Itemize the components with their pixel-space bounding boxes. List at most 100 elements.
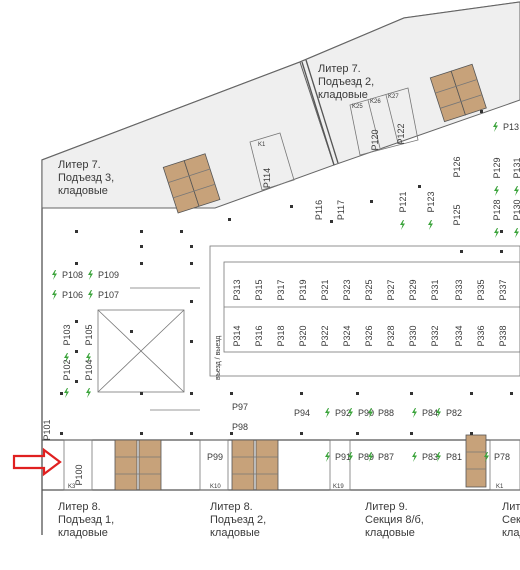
- column-marker: [470, 392, 473, 395]
- parking-spot-label: P324: [342, 325, 352, 346]
- column-marker: [140, 432, 143, 435]
- column-marker: [190, 245, 193, 248]
- parking-spot-label: P337: [498, 279, 508, 300]
- storage-rooms-top: K1 K25 K26 K27: [249, 87, 419, 191]
- column-marker: [140, 230, 143, 233]
- parking-spot-label: P109: [98, 270, 119, 280]
- storage-rooms-bottom: K3 K10 K19 K1: [63, 439, 520, 491]
- parking-spot-label: P97: [232, 402, 248, 412]
- column-marker: [190, 392, 193, 395]
- column-marker: [290, 205, 293, 208]
- column-marker: [230, 432, 233, 435]
- building-label: кладовые: [365, 527, 415, 539]
- parking-spot-label: P87: [378, 452, 394, 462]
- cell-k19-label: K19: [333, 484, 344, 490]
- parking-spot-label: P319: [298, 279, 308, 300]
- parking-spot-label: P318: [276, 325, 286, 346]
- parking-spot-label: P91: [335, 452, 351, 462]
- building-label: Подъезд 1,: [58, 514, 114, 526]
- ev-charging-icon: [86, 353, 91, 363]
- building-label: Секци: [502, 514, 520, 526]
- column-marker: [75, 230, 78, 233]
- parking-spot-label: P129: [492, 157, 502, 178]
- cell-k27-label: K27: [388, 94, 399, 100]
- parking-spot-label: P316: [254, 325, 264, 346]
- cell-k3-label: K3: [68, 484, 76, 490]
- column-marker: [330, 220, 333, 223]
- column-marker: [75, 262, 78, 265]
- parking-spot-label: P320: [298, 325, 308, 346]
- ev-charging-icon: [493, 122, 498, 132]
- parking-spot-label: P323: [342, 279, 352, 300]
- building-label: Литер 8.: [210, 501, 253, 513]
- staircases: [114, 63, 487, 491]
- ev-charging-icon: [52, 290, 57, 300]
- parking-spot-label: P89: [358, 452, 374, 462]
- ev-charging-icon: [400, 220, 405, 230]
- parking-spot-label: P338: [498, 325, 508, 346]
- ev-charging-icon: [52, 270, 57, 280]
- parking-spot-label: P108: [62, 270, 83, 280]
- parking-spot-label: P125: [452, 204, 462, 225]
- building-label: Секция 8/б,: [365, 514, 424, 526]
- building-label: Подъезд 3,: [58, 172, 114, 184]
- parking-spot-label: P100: [74, 464, 84, 485]
- parking-spot-label: P99: [207, 452, 223, 462]
- building-label: Подъезд 2,: [318, 76, 374, 88]
- staircase-liter9: [465, 434, 487, 488]
- column-marker: [410, 392, 413, 395]
- parking-spot-label: P121: [398, 191, 408, 212]
- parking-spot-label: P82: [446, 408, 462, 418]
- parking-spot-label: P106: [62, 290, 83, 300]
- ev-charging-icon: [436, 452, 441, 462]
- cell-k1-label: K1: [496, 484, 504, 490]
- parking-spot-label: P102: [62, 359, 72, 380]
- parking-spot-label: P117: [336, 200, 346, 220]
- parking-spot-label: P313: [232, 279, 242, 300]
- parking-spot-label: P98: [232, 422, 248, 432]
- parking-spot-label: P130: [512, 199, 520, 220]
- parking-spot-label: P116: [314, 200, 324, 220]
- column-marker: [60, 432, 63, 435]
- column-marker: [356, 392, 359, 395]
- parking-spot-label: P334: [454, 325, 464, 346]
- column-marker: [460, 250, 463, 253]
- parking-spot-label: P322: [320, 325, 330, 346]
- ev-charging-icon: [368, 408, 373, 418]
- columns: [60, 110, 513, 435]
- parking-spot-label: P326: [364, 325, 374, 346]
- parking-spot-label: P128: [492, 199, 502, 220]
- parking-spot-label: P332: [430, 325, 440, 346]
- column-marker: [410, 432, 413, 435]
- column-marker: [60, 392, 63, 395]
- parking-spot-label: P120: [370, 129, 380, 150]
- ev-charging-icon: [348, 452, 353, 462]
- column-marker: [140, 392, 143, 395]
- parking-spot-label: P315: [254, 279, 264, 300]
- parking-spot-label: P101: [42, 419, 52, 440]
- parking-spot-label: P103: [62, 324, 72, 345]
- parking-spot-label: P331: [430, 279, 440, 300]
- column-marker: [140, 262, 143, 265]
- parking-spot-label: P13: [503, 122, 519, 132]
- parking-spot-label: P325: [364, 279, 374, 300]
- parking-spot-label: P84: [422, 408, 438, 418]
- column-marker: [500, 230, 503, 233]
- cell-k1-label: K1: [258, 142, 266, 148]
- building-label: кладовые: [58, 185, 108, 197]
- column-marker: [140, 245, 143, 248]
- ev-charging-icon: [494, 186, 499, 196]
- parking-spot-label: P105: [84, 324, 94, 345]
- building-label: кладовые: [210, 527, 260, 539]
- column-marker: [190, 262, 193, 265]
- staircase-liter8-1: [114, 439, 162, 491]
- cell-k25-label: K25: [352, 104, 363, 110]
- highlight-arrow-icon: [12, 447, 62, 477]
- parking-spot-label: P321: [320, 279, 330, 300]
- column-marker: [190, 432, 193, 435]
- central-parking-block: [209, 245, 520, 377]
- column-marker: [480, 110, 483, 113]
